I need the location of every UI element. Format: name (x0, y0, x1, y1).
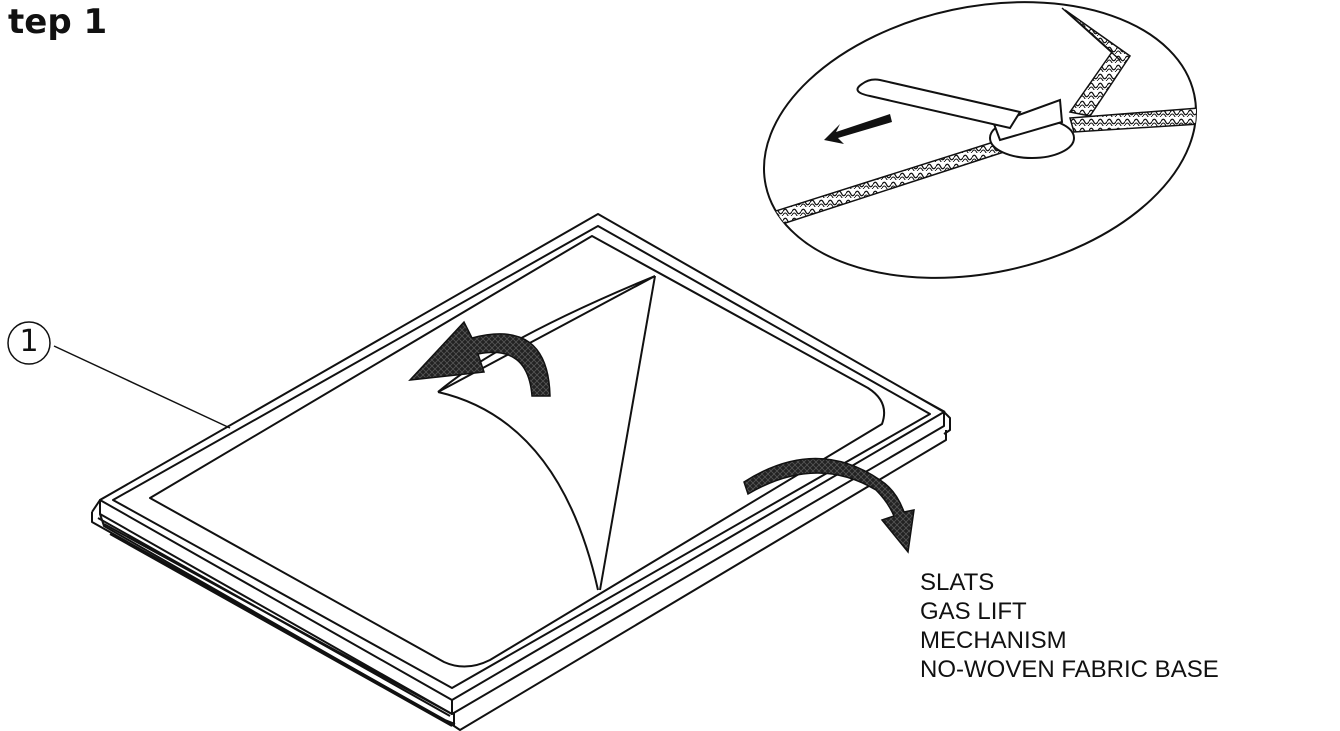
parts-list-item: GAS LIFT (920, 598, 1027, 625)
peel-arrow-icon (408, 320, 551, 397)
remove-arrow-icon (743, 457, 915, 554)
parts-list-item: NO-WOVEN FABRIC BASE (920, 656, 1219, 683)
parts-list-item: SLATS (920, 569, 995, 596)
part-number-callout: 1 (19, 324, 39, 359)
callout-leader-line (53, 345, 231, 429)
callout-circle (7, 321, 51, 365)
bed-base (91, 213, 951, 731)
parts-list: SLATS GAS LIFT MECHANISM NO-WOVEN FABRIC… (920, 568, 1219, 684)
step-title: tep 1 (8, 2, 108, 42)
zipper-detail-inset (758, 1, 1201, 279)
parts-list-item: MECHANISM (920, 627, 1067, 654)
